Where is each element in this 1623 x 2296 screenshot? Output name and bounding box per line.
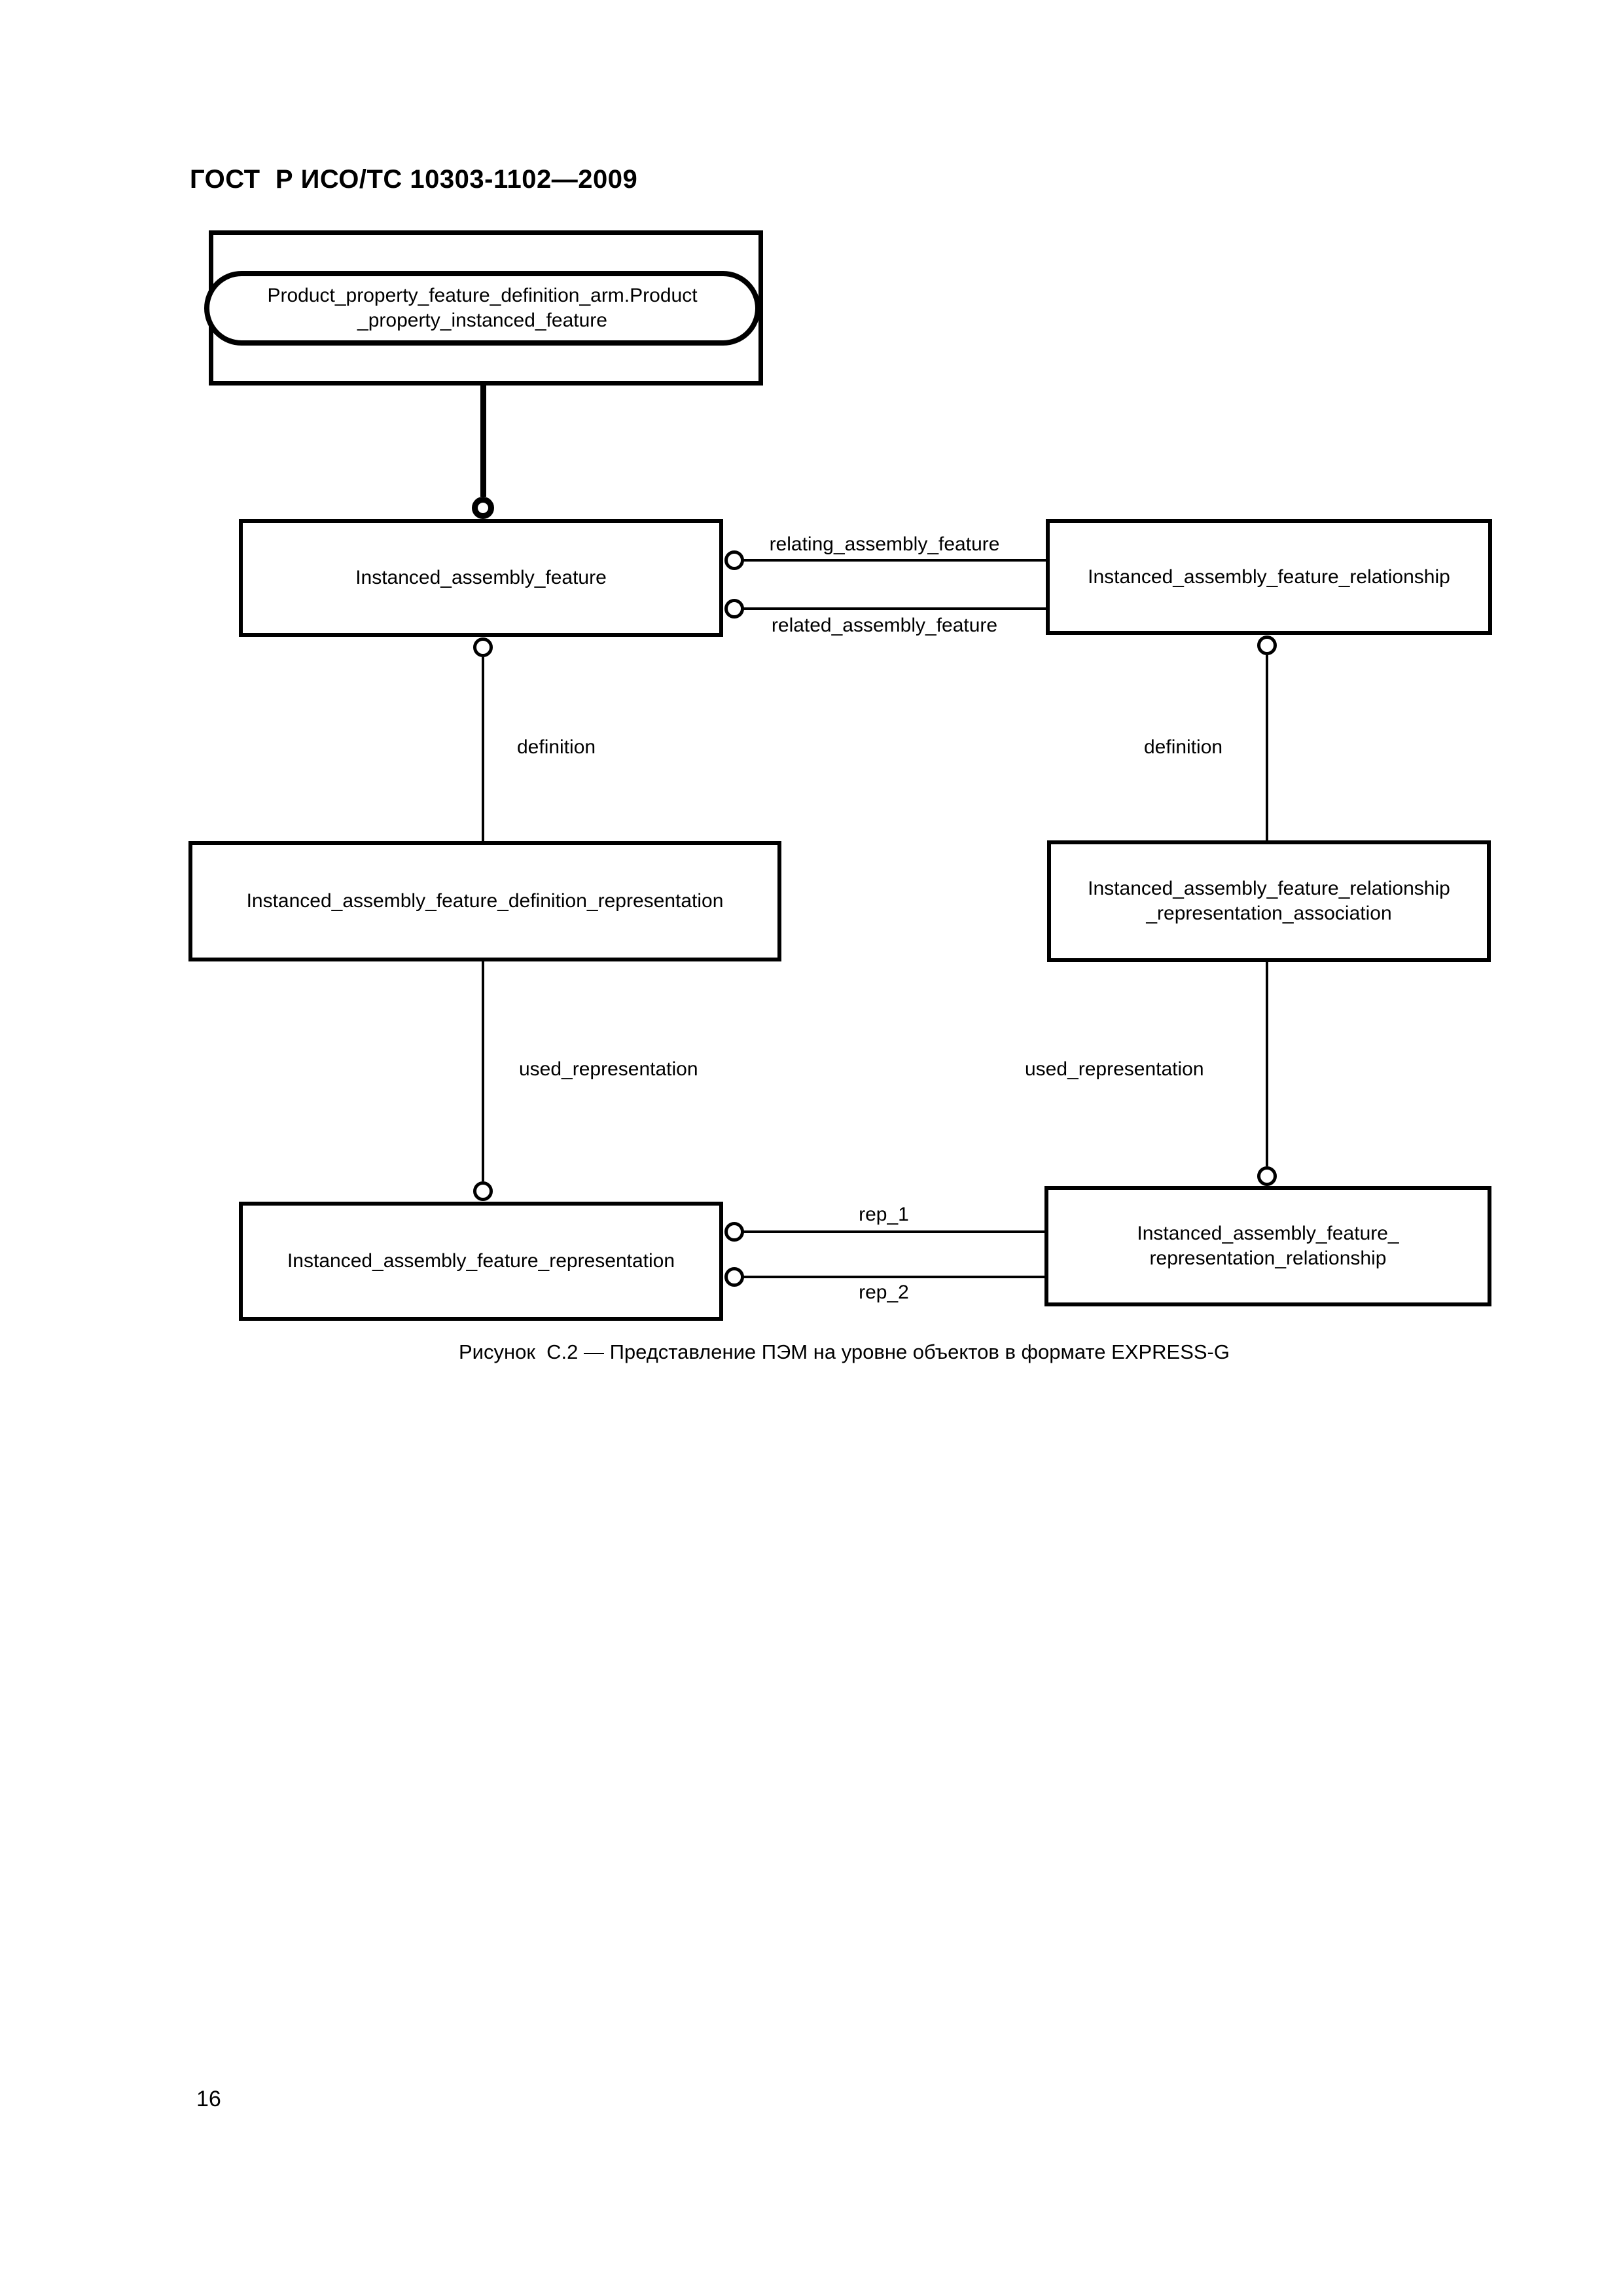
open-circle-definition-right xyxy=(1257,636,1277,655)
figure-caption: Рисунок С.2 — Представление ПЭМ на уровн… xyxy=(459,1340,1230,1363)
attribute-label-used-representation-right: used_representation xyxy=(1025,1058,1204,1080)
attribute-label-definition-right: definition xyxy=(1144,736,1223,758)
attribute-label-related-assembly-feature: related_assembly_feature xyxy=(771,615,998,636)
entity-label: Instanced_assembly_feature xyxy=(355,567,607,588)
entity-label-line1: Instanced_assembly_feature_ xyxy=(1137,1223,1399,1244)
attribute-line-relating-assembly-feature xyxy=(743,559,1046,562)
open-circle-terminator xyxy=(472,497,494,519)
supertype-thick-line xyxy=(480,386,486,497)
entity-label: Instanced_assembly_feature_definition_re… xyxy=(246,890,724,912)
attribute-line-rep-1 xyxy=(743,1230,1044,1233)
entity-box-instanced-assembly-feature: Instanced_assembly_feature xyxy=(239,519,723,637)
open-circle-related xyxy=(724,599,744,619)
attribute-label-definition-left: definition xyxy=(517,736,596,758)
attribute-label-used-representation-left: used_representation xyxy=(519,1058,698,1080)
external-reference-label-line1: Product_property_feature_definition_arm.… xyxy=(267,285,698,306)
entity-box-instanced-assembly-feature-definition-representation: Instanced_assembly_feature_definition_re… xyxy=(188,841,781,961)
page-header: ГОСТ Р ИСО/ТС 10303-1102—2009 xyxy=(190,165,638,194)
entity-box-iaf-representation-relationship: Instanced_assembly_feature_ representati… xyxy=(1044,1186,1491,1306)
attribute-label-rep-1: rep_1 xyxy=(859,1204,909,1225)
entity-box-instanced-assembly-feature-representation: Instanced_assembly_feature_representatio… xyxy=(239,1202,723,1321)
page-number: 16 xyxy=(196,2087,221,2111)
attribute-line-definition-left xyxy=(482,657,484,841)
open-circle-definition-left xyxy=(473,637,493,657)
entity-label-line2: _representation_association xyxy=(1146,903,1392,924)
open-circle-used-representation-left xyxy=(473,1181,493,1201)
attribute-line-used-representation-left xyxy=(482,961,484,1181)
attribute-line-definition-right xyxy=(1266,655,1268,840)
external-reference-oval: Product_property_feature_definition_arm.… xyxy=(204,271,760,346)
entity-label: Instanced_assembly_feature_representatio… xyxy=(287,1250,675,1272)
external-reference-label-line2: _property_instanced_feature xyxy=(357,310,607,331)
entity-box-iafr-representation-association: Instanced_assembly_feature_relationship … xyxy=(1047,840,1491,962)
open-circle-relating xyxy=(724,550,744,570)
entity-box-instanced-assembly-feature-relationship: Instanced_assembly_feature_relationship xyxy=(1046,519,1492,635)
attribute-line-related-assembly-feature xyxy=(743,607,1046,610)
open-circle-rep-1 xyxy=(724,1222,744,1242)
open-circle-used-representation-right xyxy=(1257,1166,1277,1186)
attribute-line-rep-2 xyxy=(743,1276,1044,1278)
entity-label: Instanced_assembly_feature_relationship xyxy=(1088,565,1450,588)
attribute-line-used-representation-right xyxy=(1266,962,1268,1166)
attribute-label-rep-2: rep_2 xyxy=(859,1282,909,1303)
open-circle-rep-2 xyxy=(724,1267,744,1287)
attribute-label-relating-assembly-feature: relating_assembly_feature xyxy=(769,533,1000,555)
entity-label-line2: representation_relationship xyxy=(1149,1247,1387,1269)
entity-label-line1: Instanced_assembly_feature_relationship xyxy=(1088,878,1450,899)
